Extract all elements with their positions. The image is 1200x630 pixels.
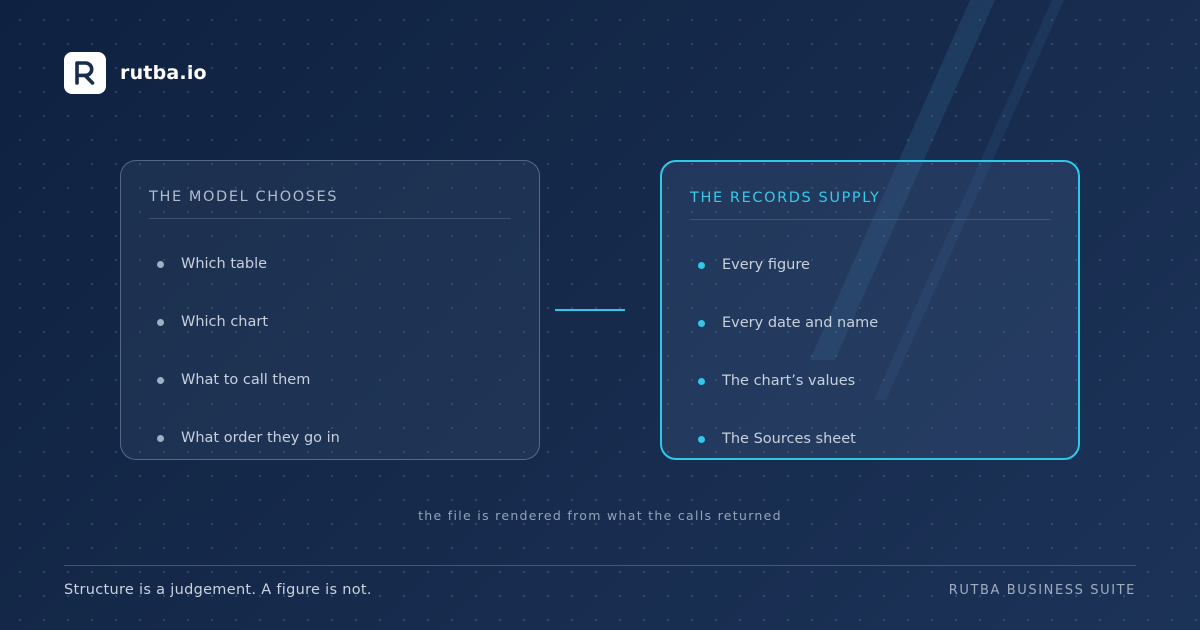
list-item: What to call them: [149, 351, 511, 409]
model-chooses-list: Which table Which chart What to call the…: [149, 235, 511, 467]
list-item-label: The Sources sheet: [722, 431, 856, 447]
bullet-icon: [157, 260, 164, 268]
list-item: The chart’s values: [690, 352, 1050, 410]
streak-thin: [874, 0, 1064, 400]
connector-line: [555, 309, 625, 311]
list-item-label: Every figure: [722, 257, 810, 273]
list-item-label: What order they go in: [181, 430, 340, 446]
brand[interactable]: rutba.io: [64, 52, 207, 94]
list-item: Every date and name: [690, 294, 1050, 352]
card-title: THE RECORDS SUPPLY: [690, 190, 1050, 220]
bullet-icon: [698, 377, 705, 385]
list-item: What order they go in: [149, 409, 511, 467]
list-item: Which table: [149, 235, 511, 293]
footer-tagline: Structure is a judgement. A figure is no…: [64, 582, 372, 598]
list-item-label: The chart’s values: [722, 373, 856, 389]
list-item: The Sources sheet: [690, 410, 1050, 468]
model-chooses-card: THE MODEL CHOOSES Which table Which char…: [120, 160, 540, 460]
list-item-label: What to call them: [181, 372, 311, 388]
bullet-icon: [157, 318, 164, 326]
records-supply-list: Every figure Every date and name The cha…: [690, 236, 1050, 468]
bullet-icon: [698, 261, 705, 269]
card-title: THE MODEL CHOOSES: [149, 189, 511, 219]
streak-wide: [810, 0, 995, 360]
records-supply-card: THE RECORDS SUPPLY Every figure Every da…: [660, 160, 1080, 460]
list-item: Which chart: [149, 293, 511, 351]
list-item-label: Every date and name: [722, 315, 879, 331]
bullet-icon: [157, 434, 164, 442]
footer-suite-name: RUTBA BUSINESS SUITE: [948, 583, 1136, 598]
footer-divider: [64, 565, 1136, 566]
caption: the file is rendered from what the calls…: [418, 508, 782, 523]
bullet-icon: [157, 376, 164, 384]
list-item: Every figure: [690, 236, 1050, 294]
list-item-label: Which table: [181, 256, 268, 272]
bullet-icon: [698, 435, 705, 443]
brand-name: rutba.io: [120, 62, 207, 84]
logo-icon: [64, 52, 106, 94]
bullet-icon: [698, 319, 705, 327]
list-item-label: Which chart: [181, 314, 269, 330]
